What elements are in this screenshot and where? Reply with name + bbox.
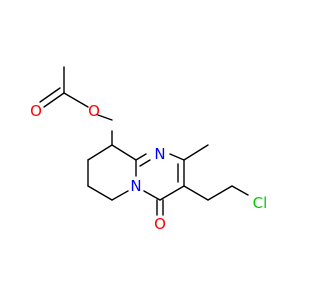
bond-n-top-c2 [169, 153, 185, 161]
atom-o-ring-carbonyl: O [154, 215, 166, 233]
bond-acetyl-carbonyl-2 [39, 87, 61, 103]
atom-o-ester: O [88, 102, 100, 120]
bond-ring-c7-c6 [87, 185, 113, 201]
bond-ring-c6-n [111, 190, 129, 201]
bond-c3-c4 [159, 185, 185, 201]
bond-acetyl-carbonyl [43, 92, 65, 108]
atom-o-carbonyl: O [30, 102, 42, 120]
atom-n-ring-top: N [154, 145, 165, 163]
bond-acetyl-ester-o [63, 92, 89, 108]
bond-ring-c9-c9a [111, 144, 137, 161]
atom-n-ring-bottom: N [130, 177, 141, 195]
molecule-diagram: O O N N Cl O [30, 66, 268, 233]
bond-c9a-n-top [135, 153, 147, 161]
bond-c2-methyl [183, 144, 209, 161]
atom-cl: Cl [253, 194, 268, 212]
bond-c4-n-bottom [143, 190, 161, 201]
bond-ch2-ch2 [207, 185, 233, 201]
bond-c9a-n-top-2 [139, 159, 151, 167]
bond-c3-ch2 [183, 185, 209, 201]
molecule-structure: O O N N Cl O [30, 66, 268, 233]
bond-ring-c9-c8 [87, 144, 113, 161]
bond-ch2-cl [231, 185, 249, 196]
bond-ester-o-ring-top [97, 114, 113, 121]
